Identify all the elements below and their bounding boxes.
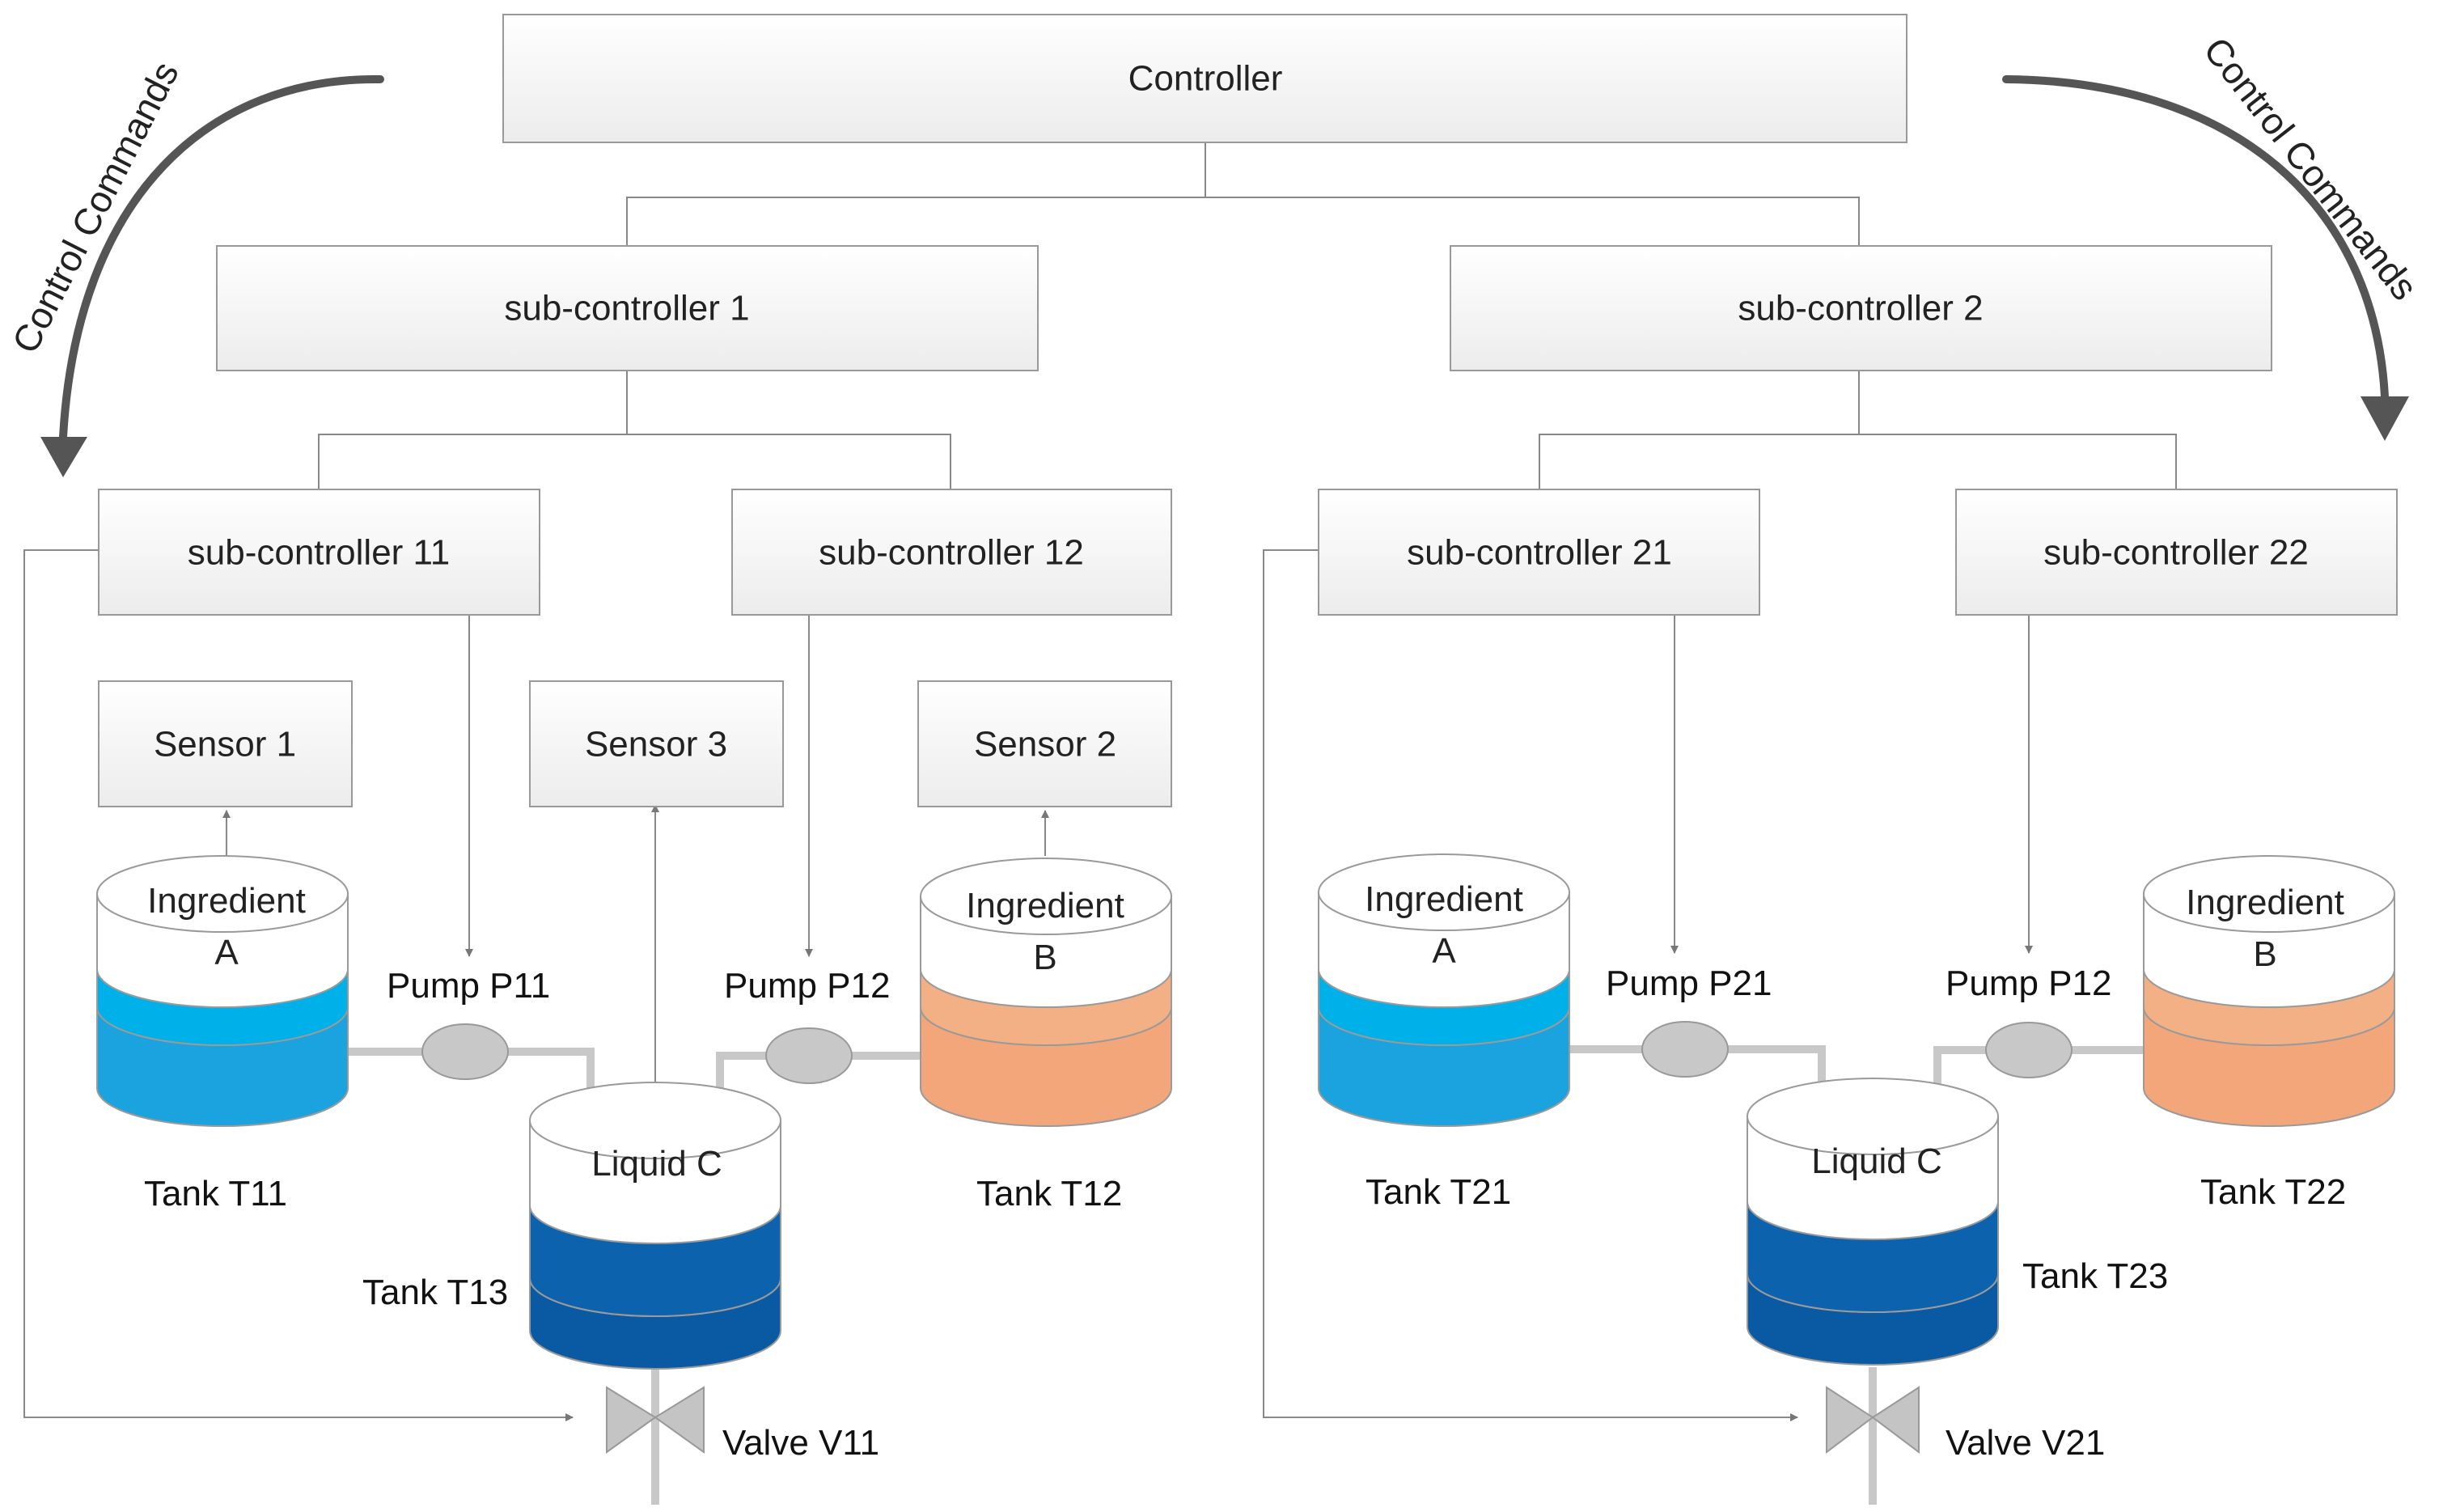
pump-p12-label: Pump P12 (724, 966, 890, 1006)
tank-t13: Liquid C (529, 1082, 781, 1370)
sub-controller-22-box: sub-controller 22 (1955, 489, 2398, 616)
tank-t21-top-line2: A (1432, 931, 1456, 971)
valve-v21-label: Valve V21 (1946, 1423, 2105, 1463)
hierarchy-lines (318, 142, 2177, 489)
valve-v11-icon (606, 1386, 705, 1454)
pump-p22-label: Pump P12 (1946, 964, 2111, 1003)
tank-t12: Ingredient B (920, 858, 1172, 1127)
pump-p21-shape (1641, 1021, 1729, 1078)
tank-t22: Ingredient B (2143, 855, 2395, 1127)
controller-box: Controller (502, 14, 1907, 143)
pump-p21-label: Pump P21 (1606, 964, 1772, 1003)
tank-t11: Ingredient A (96, 855, 349, 1127)
pump-p11-label: Pump P11 (387, 966, 550, 1006)
sub-controller-12-box: sub-controller 12 (731, 489, 1172, 616)
tank-t13-top: Liquid C (591, 1144, 722, 1184)
control-commands-right: Control Commands (2002, 29, 2426, 441)
tank-t22-top-line1: Ingredient (2186, 883, 2344, 922)
sub-controller-2-box: sub-controller 2 (1450, 245, 2272, 371)
tank-t11-top-line1: Ingredient (147, 881, 306, 921)
sub-controller-1-label: sub-controller 1 (504, 289, 749, 328)
sub-controller-2-label: sub-controller 2 (1738, 289, 1983, 328)
pump-p12-shape (765, 1027, 853, 1084)
control-commands-left-label: Control Commands (4, 55, 187, 360)
tank-t13-label: Tank T13 (362, 1273, 508, 1312)
tank-t11-top-line2: A (214, 933, 239, 972)
sensor-1-label: Sensor 1 (154, 725, 296, 764)
tank-t23-label: Tank T23 (2022, 1256, 2168, 1296)
sensor-3-label: Sensor 3 (585, 725, 727, 764)
sub-controller-12-label: sub-controller 12 (819, 533, 1084, 573)
sensor-3-box: Sensor 3 (529, 680, 784, 807)
tank-t12-top-line2: B (1033, 938, 1056, 977)
sensor-2-label: Sensor 2 (974, 725, 1116, 764)
tank-t22-label: Tank T22 (2200, 1172, 2346, 1212)
pump-p22-shape (1985, 1022, 2073, 1078)
controller-label: Controller (1128, 59, 1283, 99)
tank-t21: Ingredient A (1318, 853, 1570, 1127)
sub-controller-1-box: sub-controller 1 (216, 245, 1039, 371)
pump-p11-shape (421, 1023, 509, 1080)
tank-t21-top-line1: Ingredient (1365, 879, 1523, 919)
tank-t22-top-line2: B (2253, 934, 2276, 974)
valve-v11-label: Valve V11 (722, 1423, 879, 1463)
tank-t12-label: Tank T12 (976, 1174, 1122, 1213)
signal-lines (23, 549, 2033, 1421)
tank-t23: Liquid C (1747, 1078, 1999, 1366)
tank-t11-label: Tank T11 (144, 1174, 287, 1213)
sub-controller-21-box: sub-controller 21 (1318, 489, 1760, 616)
sub-controller-11-box: sub-controller 11 (98, 489, 540, 616)
valve-v21-icon (1826, 1386, 1920, 1455)
tank-t12-top-line1: Ingredient (966, 886, 1124, 925)
tank-t23-top: Liquid C (1811, 1141, 1941, 1181)
sub-controller-21-label: sub-controller 21 (1407, 533, 1672, 573)
sensor-2-box: Sensor 2 (917, 680, 1172, 807)
sensor-1-box: Sensor 1 (98, 680, 353, 807)
tank-t21-label: Tank T21 (1365, 1172, 1511, 1212)
sub-controller-22-label: sub-controller 22 (2043, 533, 2309, 573)
sub-controller-11-label: sub-controller 11 (188, 533, 450, 573)
